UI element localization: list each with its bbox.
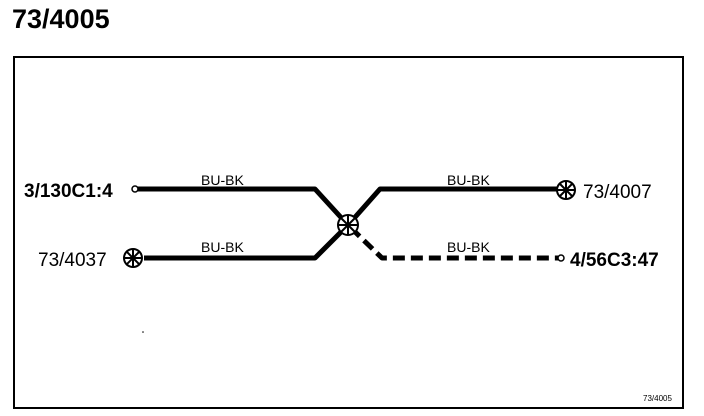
ground-icon bbox=[556, 180, 576, 200]
connector-label-left-bottom: 73/4037 bbox=[38, 250, 107, 271]
wire-label: BU-BK bbox=[201, 239, 244, 255]
wire-label: BU-BK bbox=[447, 239, 490, 255]
pin-icon bbox=[557, 254, 565, 262]
wire-right-bottom bbox=[349, 226, 558, 261]
connector-label-right-top: 73/4007 bbox=[583, 182, 652, 203]
connector-label-left-top: 3/130C1:4 bbox=[24, 181, 113, 202]
stray-dot bbox=[142, 331, 144, 333]
splice-icon bbox=[337, 214, 359, 236]
ground-icon bbox=[123, 248, 143, 268]
reference-code: 73/4005 bbox=[643, 394, 672, 403]
pin-icon bbox=[131, 185, 139, 193]
wire-right-top bbox=[347, 186, 557, 226]
diagram-title: 73/4005 bbox=[12, 4, 110, 34]
wire-label: BU-BK bbox=[447, 172, 490, 188]
connector-label-right-bottom: 4/56C3:47 bbox=[570, 250, 659, 271]
wire-label: BU-BK bbox=[201, 172, 244, 188]
wire-left-bottom bbox=[144, 224, 349, 261]
wire-left-top bbox=[137, 186, 349, 226]
diagram-frame bbox=[13, 56, 684, 409]
